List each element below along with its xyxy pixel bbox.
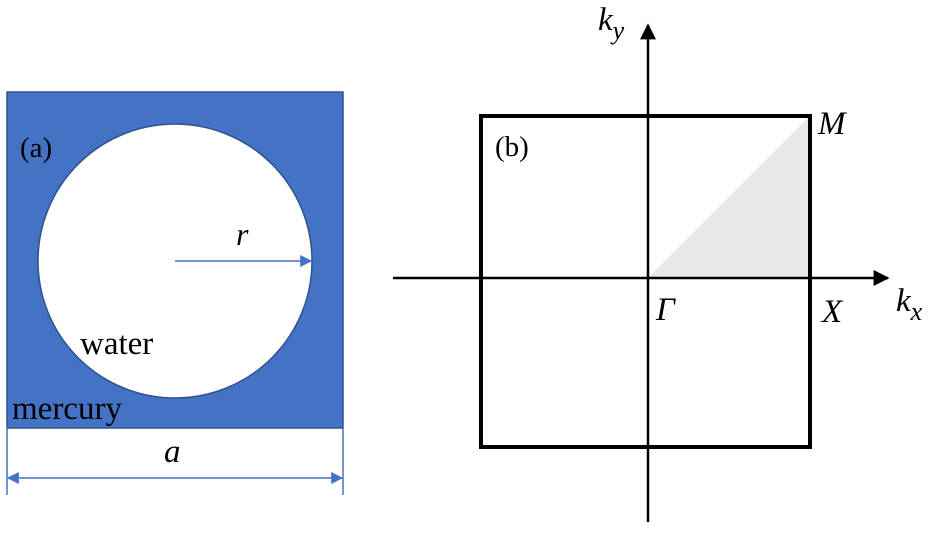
panel-b-label: (b) [495,131,529,163]
x-point-label: X [820,294,844,330]
kx-axis-label: kx [896,283,923,326]
gamma-point-label: Γ [655,292,676,328]
m-point-label: M [817,106,847,142]
lattice-constant-label: a [164,434,181,470]
mercury-label: mercury [12,391,122,427]
radius-label: r [236,216,249,252]
water-label: water [80,326,153,362]
brillouin-zone-boundary [479,114,812,449]
panel-a-label: (a) [20,132,52,164]
panel-b: (b) ky kx Γ X M [393,2,923,522]
irreducible-zone [648,116,810,278]
ky-subscript: y [610,16,625,45]
panel-a: (a) r water mercury a [6,91,344,495]
ky-axis-label: ky [598,2,625,45]
kx-subscript: x [910,297,923,326]
